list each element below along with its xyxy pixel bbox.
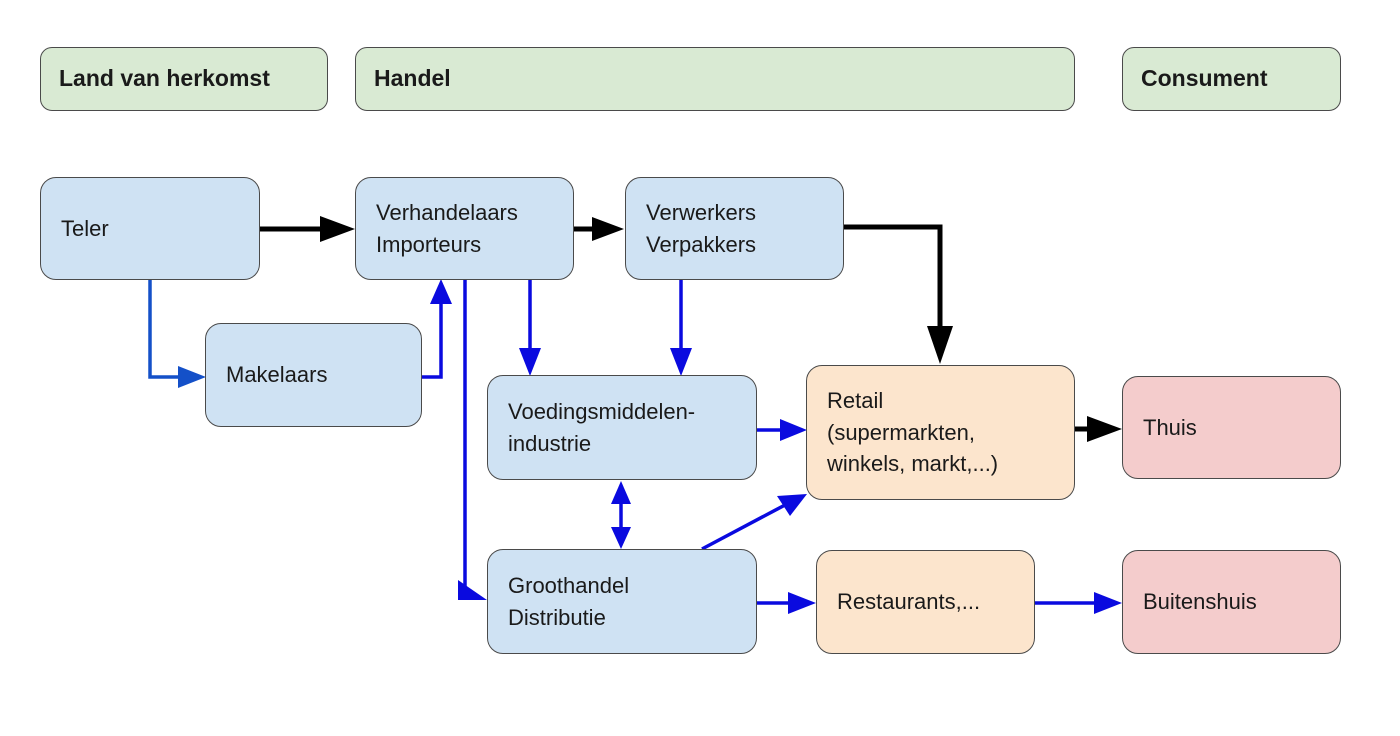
arrowhead: [430, 279, 452, 304]
edge-makelaars-verhandelaars: [422, 300, 443, 379]
node-verwerkers: Verwerkers Verpakkers: [625, 177, 844, 280]
node-verhandelaars: Verhandelaars Importeurs: [355, 177, 574, 280]
arrowhead: [519, 348, 541, 376]
node-verwerkers-label: Verwerkers Verpakkers: [646, 199, 757, 257]
arrowhead: [611, 481, 631, 504]
header-origin: Land van herkomst: [40, 47, 328, 111]
node-makelaars: Makelaars: [205, 323, 422, 427]
node-teler: Teler: [40, 177, 260, 280]
arrowhead: [178, 366, 206, 388]
node-retail: Retail (supermarkten, winkels, markt,...…: [806, 365, 1075, 500]
node-restaurants: Restaurants,...: [816, 550, 1035, 654]
node-thuis: Thuis: [1122, 376, 1341, 479]
node-groothandel: Groothandel Distributie: [487, 549, 757, 654]
arrowhead: [780, 419, 807, 441]
node-buitenshuis-label: Buitenshuis: [1143, 589, 1257, 615]
edge-groothandel-retail: [701, 503, 786, 551]
node-verhandelaars-label: Verhandelaars Importeurs: [376, 199, 518, 257]
edge-verwerkers-retail: [844, 224, 943, 330]
node-makelaars-label: Makelaars: [226, 362, 328, 388]
arrowhead: [927, 326, 953, 364]
arrowhead: [777, 494, 807, 516]
arrowhead: [320, 216, 355, 242]
node-restaurants-label: Restaurants,...: [837, 589, 981, 615]
arrowhead: [788, 592, 816, 614]
arrowhead: [458, 580, 487, 600]
arrowhead: [670, 348, 692, 376]
header-consumer: Consument: [1122, 47, 1341, 111]
header-consumer-label: Consument: [1141, 65, 1268, 92]
node-voedingsindustrie: Voedingsmiddelen- industrie: [487, 375, 757, 480]
arrowhead: [1087, 416, 1122, 442]
header-trade-label: Handel: [374, 65, 451, 92]
node-thuis-label: Thuis: [1143, 414, 1197, 440]
edge-teler-makelaars: [148, 280, 180, 379]
node-teler-label: Teler: [61, 215, 109, 241]
arrowhead: [592, 217, 624, 241]
node-voedingsindustrie-label: Voedingsmiddelen- industrie: [508, 398, 696, 456]
edge-verhandelaars-groothandel: [463, 280, 470, 597]
header-trade: Handel: [355, 47, 1075, 111]
node-groothandel-label: Groothandel Distributie: [508, 572, 630, 630]
header-origin-label: Land van herkomst: [59, 65, 270, 92]
node-retail-label: Retail (supermarkten, winkels, markt,...…: [827, 387, 999, 477]
arrowhead: [611, 527, 631, 549]
arrowhead: [1094, 592, 1122, 614]
node-buitenshuis: Buitenshuis: [1122, 550, 1341, 654]
